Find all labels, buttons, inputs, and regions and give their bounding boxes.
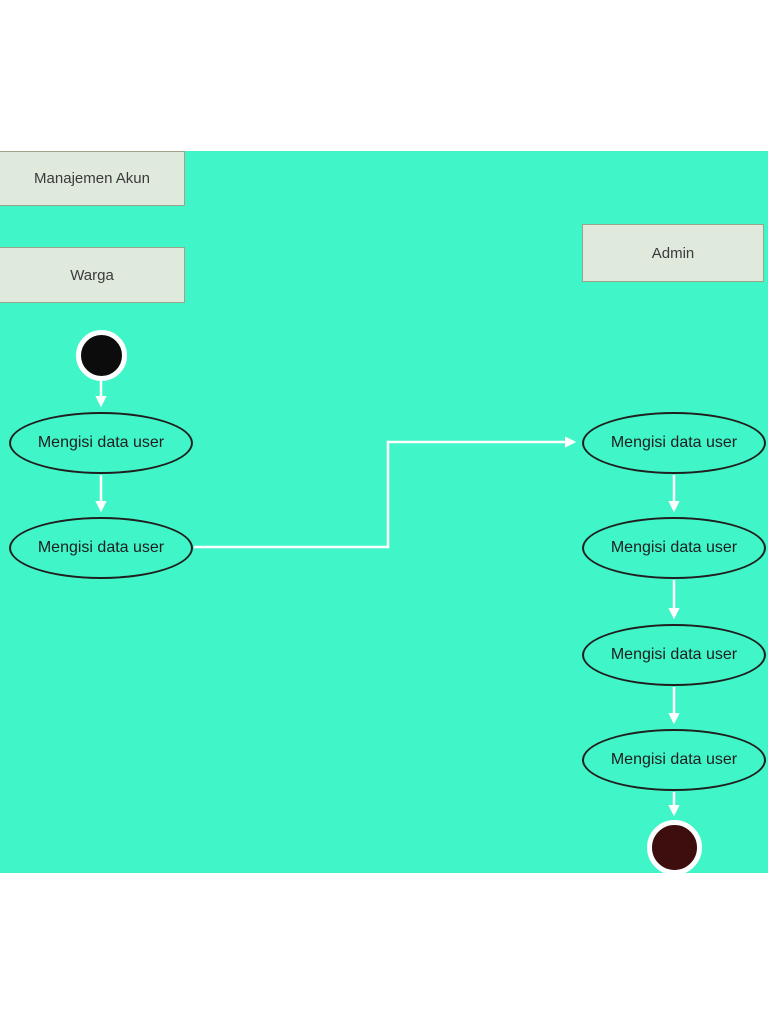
- activity-label: Mengisi data user: [610, 539, 738, 556]
- initial-state-node: [76, 330, 127, 381]
- activity-label: Mengisi data user: [37, 539, 165, 556]
- activity-oval-warga-2: Mengisi data user: [9, 517, 193, 579]
- lane-header-admin: Admin: [582, 224, 764, 282]
- diagram-title-box: Manajemen Akun: [0, 151, 185, 206]
- activity-oval-warga-1: Mengisi data user: [9, 412, 193, 474]
- activity-oval-admin-2: Mengisi data user: [582, 517, 766, 579]
- activity-oval-admin-3: Mengisi data user: [582, 624, 766, 686]
- lane-header-warga: Warga: [0, 247, 185, 303]
- activity-oval-admin-1: Mengisi data user: [582, 412, 766, 474]
- activity-label: Mengisi data user: [37, 434, 165, 451]
- activity-label: Mengisi data user: [610, 646, 738, 663]
- lane-admin-label: Admin: [651, 244, 695, 262]
- diagram-title-label: Manajemen Akun: [34, 170, 150, 187]
- activity-oval-admin-4: Mengisi data user: [582, 729, 766, 791]
- activity-label: Mengisi data user: [610, 434, 738, 451]
- activity-label: Mengisi data user: [610, 751, 738, 768]
- lane-warga-label: Warga: [70, 266, 114, 284]
- final-state-node: [647, 820, 702, 875]
